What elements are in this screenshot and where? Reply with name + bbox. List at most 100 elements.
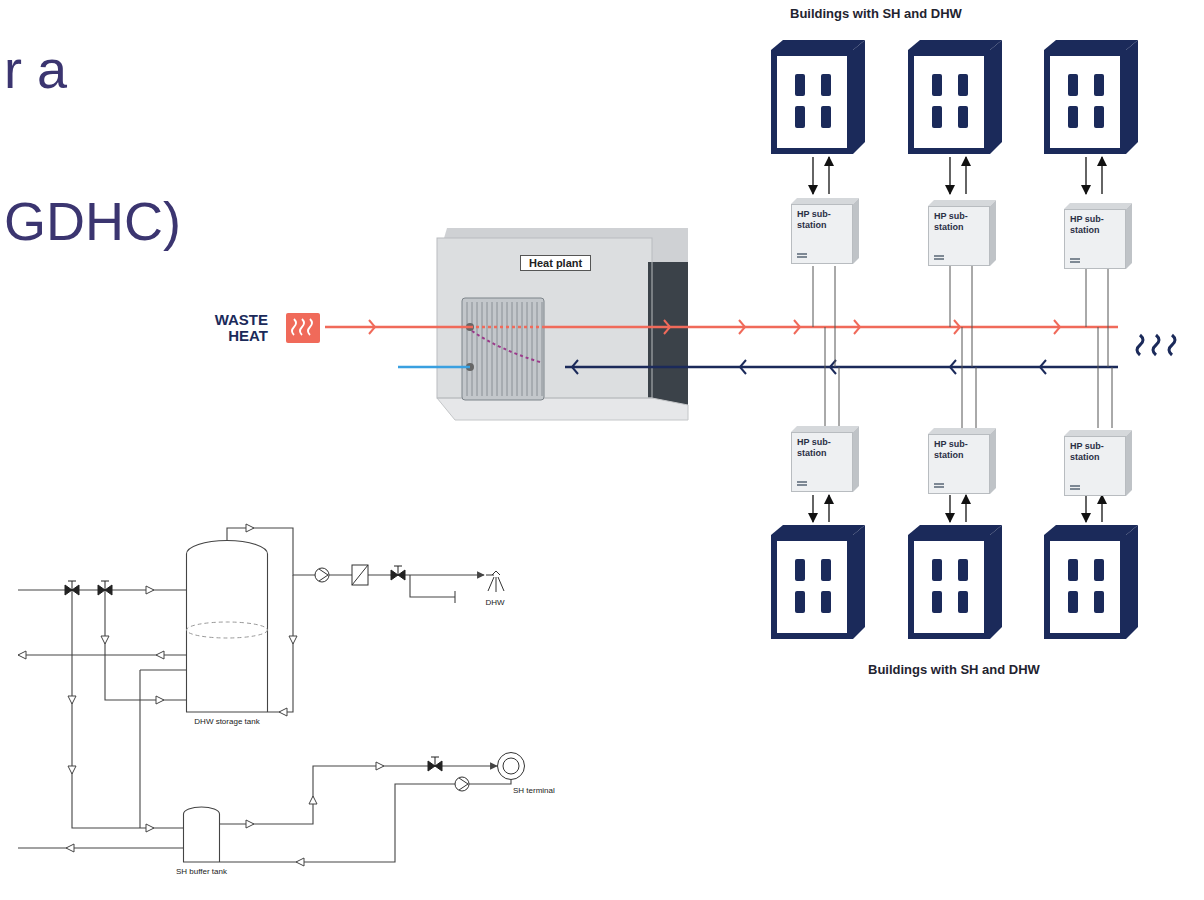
supply-pipe xyxy=(325,327,1118,328)
heat-plant: Heat plant xyxy=(437,228,688,406)
building-icon xyxy=(908,525,1002,639)
heat-plant-housing xyxy=(437,228,688,420)
sub-shape xyxy=(791,198,859,264)
heat-exchanger-symbol xyxy=(352,565,368,585)
substation-label: HP sub-station xyxy=(797,437,851,459)
sub-shape xyxy=(1064,203,1132,269)
flow-triangle xyxy=(296,858,304,866)
schematic-pipe xyxy=(72,590,183,828)
heat-squiggle xyxy=(1169,335,1175,355)
flow-arrow xyxy=(828,495,829,522)
valve-symbol xyxy=(98,581,112,595)
schematic-pipe xyxy=(140,669,186,670)
flow-arrow xyxy=(1101,495,1102,522)
flow-arrow xyxy=(812,157,813,194)
pump-symbol xyxy=(455,777,469,791)
flow-triangle xyxy=(18,651,26,659)
branch-pipe xyxy=(1108,266,1109,367)
branch-pipe xyxy=(839,367,840,428)
flow-triangle xyxy=(246,820,254,828)
waste-heat-icon xyxy=(286,313,320,343)
schematic-pipe xyxy=(139,670,140,828)
flow-arrow xyxy=(965,157,966,194)
shower-node: DHW xyxy=(484,565,506,593)
group-caption: Buildings with SH and DHW xyxy=(790,6,962,21)
flow-triangle xyxy=(146,824,154,832)
substation-label: HP sub-station xyxy=(934,211,988,233)
substation-label: HP sub-station xyxy=(1070,214,1124,236)
flow-chevron xyxy=(954,320,960,334)
return-pipe xyxy=(398,367,1118,368)
flow-arrow xyxy=(1101,157,1102,194)
branch-pipe xyxy=(950,266,951,327)
plant-title: Heat plant xyxy=(520,255,591,271)
flow-triangle xyxy=(156,651,164,659)
tank-shape xyxy=(186,540,268,712)
flow-triangle xyxy=(309,796,317,804)
flow-triangle xyxy=(246,524,254,532)
sub-shape xyxy=(1064,430,1132,496)
terminal-node: SH terminal xyxy=(497,752,525,780)
building-icon xyxy=(771,525,865,639)
flow-chevron xyxy=(1040,360,1046,374)
branch-pipe xyxy=(813,266,814,327)
flow-triangle xyxy=(156,696,164,704)
flow-chevron xyxy=(572,360,578,374)
schematic-pipe xyxy=(105,590,186,700)
pump-symbol xyxy=(315,568,329,582)
schematic-pipe xyxy=(220,780,511,862)
substation-box: HP sub-station xyxy=(1064,203,1132,269)
sub-shape xyxy=(791,426,859,492)
valve-symbol xyxy=(428,757,442,771)
valve-symbol xyxy=(65,581,79,595)
branch-pipe xyxy=(825,327,826,428)
flow-triangle xyxy=(279,708,287,716)
branch-pipe xyxy=(972,266,973,367)
flow-arrow xyxy=(1085,157,1086,194)
source-label: WASTE HEAT xyxy=(204,312,268,344)
flow-triangle xyxy=(68,766,76,774)
sub-shape xyxy=(928,200,996,266)
branch-pipe xyxy=(1098,327,1099,428)
sub-shape xyxy=(928,428,996,494)
slide-title-fragment: GDHC) xyxy=(4,190,181,252)
buffer-node: SH buffer tank xyxy=(183,806,220,862)
flow-triangle xyxy=(66,844,74,852)
schematic-pipe xyxy=(410,575,455,597)
pipe-connector xyxy=(220,766,497,824)
substation-box: HP sub-station xyxy=(791,426,859,492)
terminal-shape xyxy=(497,752,525,780)
substation-box: HP sub-station xyxy=(928,200,996,266)
flow-arrow xyxy=(949,157,950,194)
heat-squiggle xyxy=(1137,335,1143,355)
substation-box: HP sub-station xyxy=(928,428,996,494)
substation-label: HP sub-station xyxy=(934,439,988,461)
branch-pipe xyxy=(976,367,977,428)
flow-arrow xyxy=(1085,495,1086,522)
flow-chevron xyxy=(369,320,375,334)
flow-chevron xyxy=(664,320,670,334)
flow-arrow xyxy=(812,495,813,522)
flow-chevron xyxy=(854,320,860,334)
flow-chevron xyxy=(794,320,800,334)
heat-transfer-path xyxy=(472,331,540,362)
flow-arrow xyxy=(965,495,966,522)
component-label: DHW xyxy=(485,598,504,607)
substation-box: HP sub-station xyxy=(1064,430,1132,496)
flow-triangle xyxy=(101,636,109,644)
flow-arrow xyxy=(828,157,829,194)
component-label: DHW storage tank xyxy=(194,717,259,726)
valve-symbol xyxy=(391,566,405,580)
branch-pipe xyxy=(962,327,963,428)
component-label: SH buffer tank xyxy=(176,867,227,876)
building-icon xyxy=(1044,40,1138,154)
flow-triangle xyxy=(376,762,384,770)
group-caption: Buildings with SH and DHW xyxy=(868,662,1040,677)
branch-pipe xyxy=(1086,266,1087,327)
schematic-pipe xyxy=(454,591,455,603)
flow-chevron xyxy=(1054,320,1060,334)
tank-node: DHW storage tank xyxy=(186,540,268,712)
